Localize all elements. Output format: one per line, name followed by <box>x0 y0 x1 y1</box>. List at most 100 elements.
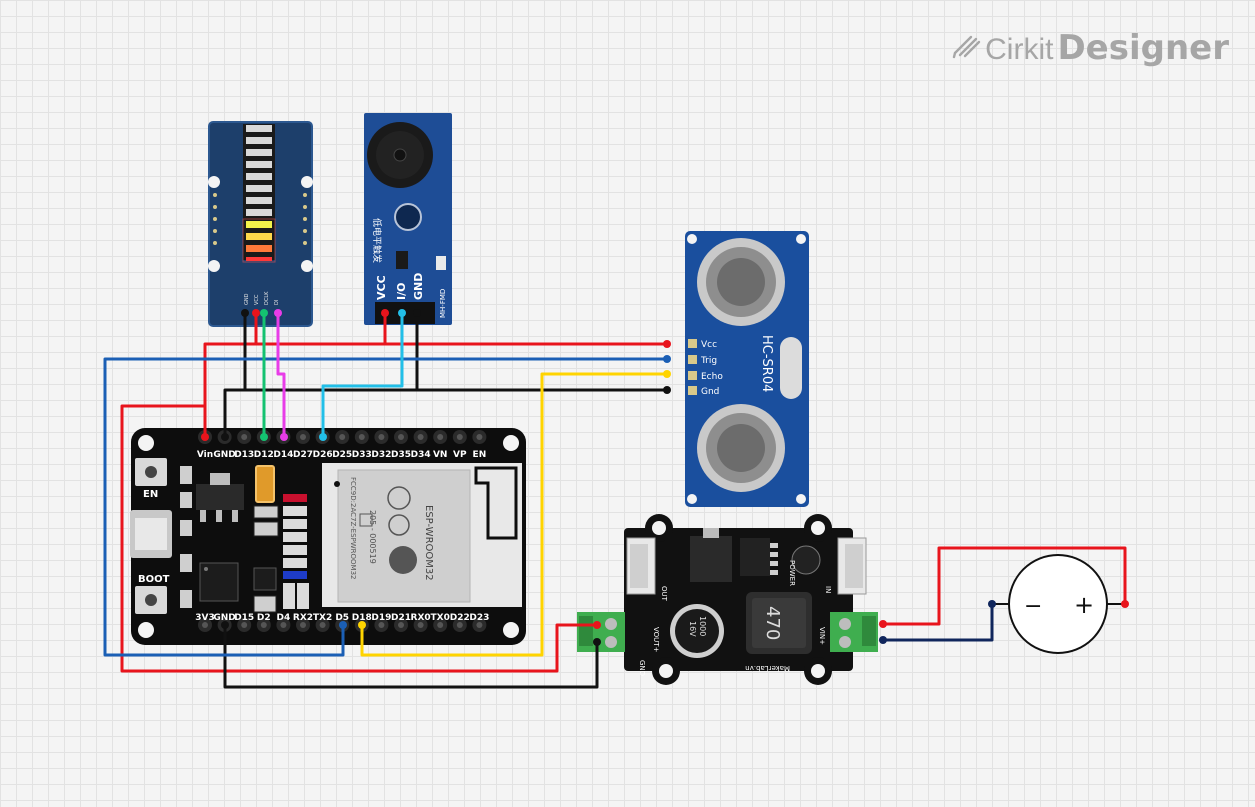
brand-name-cirkit: Cirkit <box>985 33 1054 66</box>
top-pin-label: D27 <box>293 450 313 460</box>
buck-converter[interactable]: 470 1000 16V OUT IN POWER <box>577 514 878 685</box>
top-pin-label: VP <box>453 450 467 460</box>
bottom-pin-label: RX2 <box>293 613 313 623</box>
bottom-pin-label: 3V3 <box>195 613 215 623</box>
boot-button[interactable] <box>135 586 167 614</box>
buzzer-pin-vcc-label: VCC <box>375 275 388 300</box>
boot-button-label: BOOT <box>138 574 170 585</box>
top-pin-label: EN <box>473 450 487 460</box>
wire-endpoint[interactable] <box>260 309 268 317</box>
bottom-pin-label: GND <box>213 613 235 623</box>
regulator <box>196 473 244 522</box>
top-pin-label: D25 <box>332 450 352 460</box>
top-pin-label: D32 <box>371 450 391 460</box>
bottom-pin-label: RX0 <box>411 613 431 623</box>
wire-endpoint[interactable] <box>381 309 389 317</box>
module-fcc-label: FCC9D:2AC7Z-ESPWROOM32 <box>349 477 357 580</box>
bottom-pin-label: D18 <box>352 613 372 623</box>
top-pin-label: GND <box>213 450 235 460</box>
wire-endpoint[interactable] <box>252 309 260 317</box>
bottom-pin-label: D21 <box>391 613 411 623</box>
wire-endpoint[interactable] <box>201 433 209 441</box>
top-pin-label: D26 <box>313 450 333 460</box>
sensor-pin-vcc-label: Vcc <box>701 340 717 350</box>
bottom-pin-label: D5 <box>335 613 349 623</box>
wire-endpoint[interactable] <box>593 621 601 629</box>
wire-endpoint[interactable] <box>319 433 327 441</box>
bargraph-pin-dclk-label: DCLK <box>264 291 270 305</box>
ultrasonic-sensor[interactable]: HC-SR04 Vcc Trig Echo Gnd <box>685 231 809 507</box>
wire-cyan-d26[interactable] <box>321 311 404 439</box>
wire-endpoint[interactable] <box>358 621 366 629</box>
bottom-pin-label: TX2 <box>313 613 332 623</box>
converter-vout-label: VOUT+ <box>652 627 660 653</box>
bargraph-pin-di-label: DI <box>274 300 280 305</box>
wire-endpoint[interactable] <box>1121 600 1129 608</box>
converter-power-label: POWER <box>788 560 796 586</box>
wire-magenta-d14[interactable] <box>276 311 286 439</box>
wire-endpoint[interactable] <box>221 621 229 629</box>
brand-logo: Cirkit Designer <box>951 28 1229 68</box>
esp-wroom32-module: ESP-WROOM32 FCC9D:2AC7Z-ESPWROOM32 205 -… <box>322 463 522 607</box>
bottom-pin-label: D19 <box>371 613 391 623</box>
pencil-stripes-icon <box>952 35 981 59</box>
wire-endpoint[interactable] <box>988 600 996 608</box>
module-name-label: ESP-WROOM32 <box>423 505 434 581</box>
wire-endpoint[interactable] <box>413 309 421 317</box>
input-terminal-block[interactable] <box>830 612 878 652</box>
wire-blue-trig[interactable] <box>103 357 669 657</box>
wire-endpoint[interactable] <box>663 386 671 394</box>
bottom-pin-label: D4 <box>277 613 291 623</box>
wire-endpoints <box>201 309 1129 646</box>
wire-endpoint[interactable] <box>274 309 282 317</box>
wire-red-vin-converter[interactable] <box>120 404 599 673</box>
buzzer-pin-gnd-label: GND <box>412 273 425 300</box>
power-minus-label: − <box>1024 594 1042 619</box>
usb-uart-chip <box>199 562 239 602</box>
sensor-pin-trig-label: Trig <box>700 356 717 366</box>
top-pin-label: Vin <box>197 450 213 460</box>
wire-endpoint[interactable] <box>663 355 671 363</box>
inductor-label: 470 <box>762 606 783 640</box>
power-plus-label: + <box>1074 591 1094 619</box>
led-bargraph-module[interactable]: GND VCC DCLK DI <box>208 121 313 327</box>
brand-name-designer: Designer <box>1057 28 1229 68</box>
wire-red-psu-plus[interactable] <box>881 546 1127 626</box>
top-pin-label: D35 <box>391 450 411 460</box>
wire-endpoint[interactable] <box>879 636 887 644</box>
converter-vin-label: VIN+ <box>818 627 826 645</box>
dc-power-source[interactable]: − + <box>990 554 1125 654</box>
wire-endpoint[interactable] <box>593 638 601 646</box>
wire-yellow-echo[interactable] <box>360 372 669 657</box>
output-terminal-block[interactable] <box>577 612 625 652</box>
capacitor-voltage-label: 16V <box>688 621 697 637</box>
wire-endpoint[interactable] <box>663 340 671 348</box>
wire-endpoint[interactable] <box>879 620 887 628</box>
bottom-pin-label: D2 <box>257 613 271 623</box>
bottom-pin-label: D15 <box>234 613 254 623</box>
bottom-pin-label: D23 <box>469 613 489 623</box>
bargraph-pin-gnd-label: GND <box>244 293 250 305</box>
wire-endpoint[interactable] <box>663 370 671 378</box>
buzzer-board-label: MH-FMD <box>439 289 447 318</box>
wire-endpoint[interactable] <box>221 433 229 441</box>
wire-endpoint[interactable] <box>398 309 406 317</box>
wire-red-vin-buzzer-sensor[interactable] <box>203 311 669 439</box>
capacitor-value-label: 1000 <box>698 616 707 636</box>
wire-endpoint[interactable] <box>241 309 249 317</box>
top-pin-label: D14 <box>273 450 293 460</box>
wire-endpoint[interactable] <box>280 433 288 441</box>
buzzer-chinese-label: 低电平触发 <box>371 218 383 263</box>
en-button[interactable] <box>135 458 167 486</box>
buzzer-pin-io-label: I/O <box>395 283 408 300</box>
wire-endpoint[interactable] <box>339 621 347 629</box>
top-pin-label: D33 <box>352 450 372 460</box>
buzzer-module[interactable]: VCC I/O GND MH-FMD 低电平触发 <box>364 113 452 325</box>
wire-endpoint[interactable] <box>260 433 268 441</box>
top-pin-label: D34 <box>411 450 431 460</box>
wire-navy-psu-minus[interactable] <box>881 602 994 642</box>
top-pin-label: VN <box>433 450 448 460</box>
